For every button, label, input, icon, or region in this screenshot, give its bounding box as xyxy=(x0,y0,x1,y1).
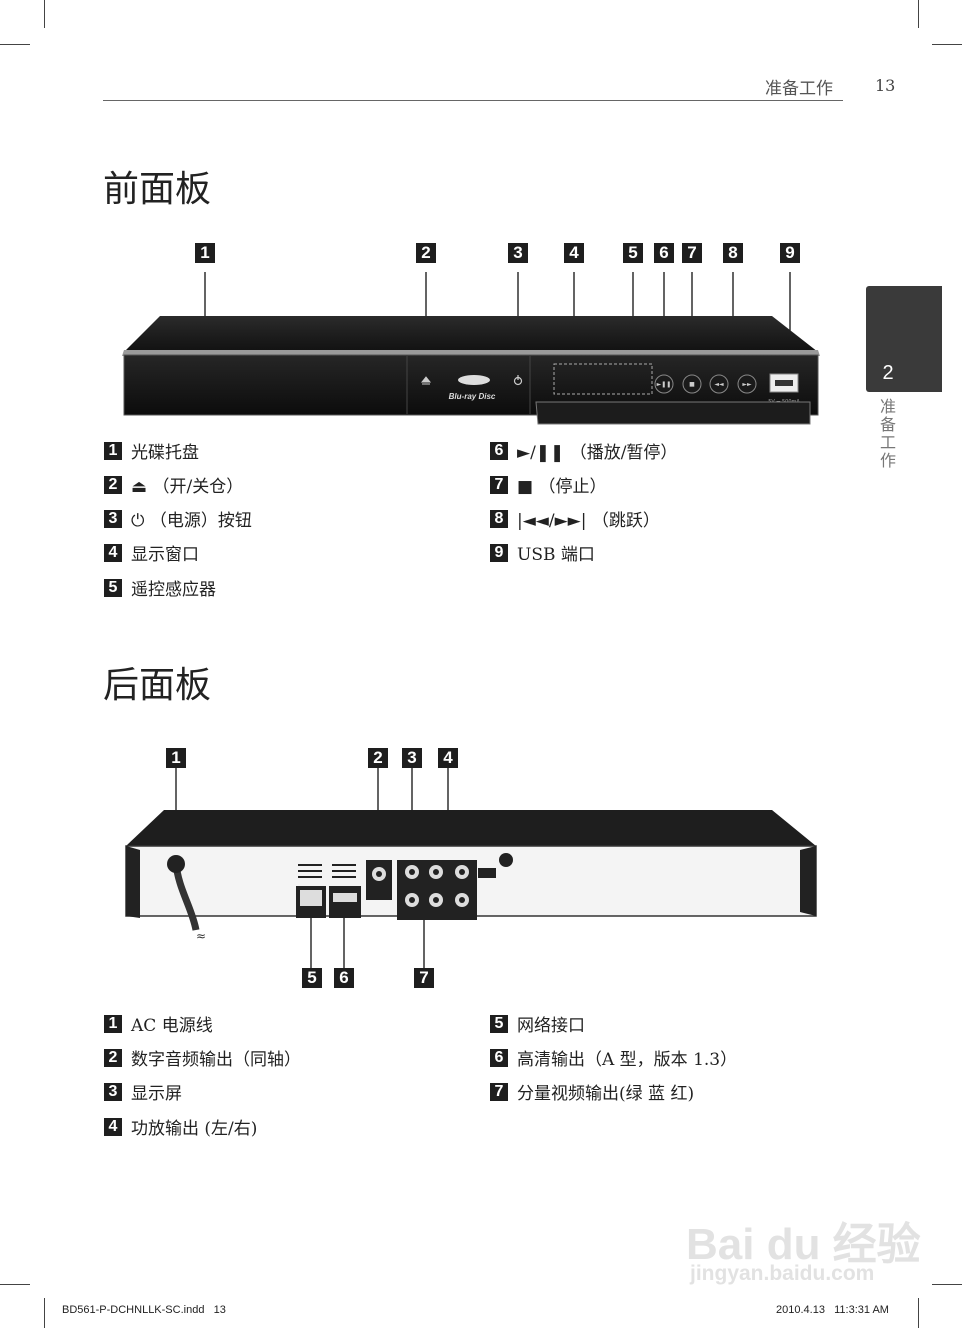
item-number: 8 xyxy=(490,509,508,528)
chapter-label: 准备工作 xyxy=(877,398,896,470)
front-callout-2: 2 xyxy=(416,243,436,263)
rear-item-6: 6 高清输出（A 型，版本 1.3） xyxy=(490,1045,737,1070)
front-panel-title: 前面板 xyxy=(103,169,212,210)
item-label: 功放输出 (左/右) xyxy=(131,1119,258,1139)
footer-filename: BD561-P-DCHNLLK-SC.indd 13 xyxy=(62,1304,226,1316)
svg-text:≈: ≈ xyxy=(196,929,206,943)
crop-mark xyxy=(0,44,30,45)
rear-item-7: 7 分量视频输出(绿 蓝 红) xyxy=(490,1079,694,1104)
watermark-brand: Bai du 经验 xyxy=(686,1220,921,1269)
front-panel-illustration: Blu-ray Disc ►❚❚ ■ ◄◄ ►► 5V ⎓ 500mA xyxy=(122,272,820,425)
front-item-9: 9 USB 端口 xyxy=(490,540,595,565)
front-callout-6: 6 xyxy=(654,243,674,263)
item-number: 6 xyxy=(490,441,508,460)
svg-text:►►: ►► xyxy=(742,381,752,388)
item-number: 1 xyxy=(104,441,122,460)
item-label: |◄◄/►►| （跳跃） xyxy=(517,511,660,531)
item-number: 7 xyxy=(490,475,508,494)
rear-item-1: 1 AC 电源线 xyxy=(104,1011,213,1036)
rear-callout-7: 7 xyxy=(414,968,434,988)
header-rule xyxy=(103,100,843,101)
bluray-logo-text: Blu-ray Disc xyxy=(449,392,496,401)
item-number: 1 xyxy=(104,1014,122,1033)
item-number: 7 xyxy=(490,1082,508,1101)
crop-mark xyxy=(932,44,962,45)
item-number: 5 xyxy=(490,1014,508,1033)
svg-text:◄◄: ◄◄ xyxy=(714,381,724,388)
front-item-1: 1 光碟托盘 xyxy=(104,438,199,463)
rear-panel-title: 后面板 xyxy=(103,665,212,706)
item-label: ■ （停止） xyxy=(517,477,607,497)
page-number: 13 xyxy=(875,76,896,95)
item-label: ►/❚❚ （播放/暂停） xyxy=(517,443,678,463)
crop-mark xyxy=(44,0,45,28)
rear-item-3: 3 显示屏 xyxy=(104,1079,182,1104)
rear-callout-5: 5 xyxy=(302,968,322,988)
item-label: 光碟托盘 xyxy=(131,443,199,463)
item-label: 显示窗口 xyxy=(131,545,199,565)
crop-mark xyxy=(918,0,919,28)
front-item-5: 5 遥控感应器 xyxy=(104,575,216,600)
front-item-2: 2 ⏏ （开/关仓） xyxy=(104,472,243,497)
front-callout-4: 4 xyxy=(564,243,584,263)
item-number: 3 xyxy=(104,1082,122,1101)
chapter-number: 2 xyxy=(882,362,894,384)
item-label: ⏏ （开/关仓） xyxy=(131,477,244,497)
item-number: 2 xyxy=(104,475,122,494)
item-number: 6 xyxy=(490,1048,508,1067)
rear-item-2: 2 数字音频输出（同轴） xyxy=(104,1045,301,1070)
front-item-8: 8 |◄◄/►►| （跳跃） xyxy=(490,506,660,531)
front-callout-5: 5 xyxy=(623,243,643,263)
svg-text:►❚❚: ►❚❚ xyxy=(657,381,672,388)
front-callout-3: 3 xyxy=(508,243,528,263)
item-number: 4 xyxy=(104,1117,122,1136)
front-callout-1: 1 xyxy=(195,243,215,263)
item-label: 网络接口 xyxy=(517,1016,585,1036)
item-label: 高清输出（A 型，版本 1.3） xyxy=(517,1050,738,1070)
item-label: AC 电源线 xyxy=(131,1016,213,1036)
watermark-url: jingyan.baidu.com xyxy=(690,1262,875,1285)
front-item-4: 4 显示窗口 xyxy=(104,540,199,565)
rear-panel-illustration: ≈ xyxy=(125,768,817,968)
item-number: 9 xyxy=(490,543,508,562)
rear-item-5: 5 网络接口 xyxy=(490,1011,585,1036)
front-item-3: 3 ⏻ （电源）按钮 xyxy=(104,506,252,531)
crop-mark xyxy=(44,1298,45,1328)
rear-callout-1: 1 xyxy=(166,748,186,768)
item-number: 5 xyxy=(104,578,122,597)
front-callout-8: 8 xyxy=(723,243,743,263)
crop-mark xyxy=(918,1298,919,1328)
front-callout-7: 7 xyxy=(682,243,702,263)
rear-callout-3: 3 xyxy=(402,748,422,768)
front-callout-9: 9 xyxy=(780,243,800,263)
rear-callout-4: 4 xyxy=(438,748,458,768)
crop-mark xyxy=(0,1284,30,1285)
front-item-6: 6 ►/❚❚ （播放/暂停） xyxy=(490,438,677,463)
front-item-7: 7 ■ （停止） xyxy=(490,472,606,497)
chapter-tab: 2 xyxy=(866,286,942,392)
item-label: 遥控感应器 xyxy=(131,580,216,600)
rear-item-4: 4 功放输出 (左/右) xyxy=(104,1114,257,1139)
item-label: 分量视频输出(绿 蓝 红) xyxy=(517,1084,695,1104)
item-label: ⏻ （电源）按钮 xyxy=(131,511,252,531)
footer-timestamp: 2010.4.13 11:3:31 AM xyxy=(776,1304,889,1316)
item-label: 显示屏 xyxy=(131,1084,182,1104)
crop-mark xyxy=(932,1284,962,1285)
rear-callout-2: 2 xyxy=(368,748,388,768)
item-label: 数字音频输出（同轴） xyxy=(131,1050,301,1070)
item-label: USB 端口 xyxy=(517,545,595,565)
svg-text:■: ■ xyxy=(689,381,695,388)
item-number: 4 xyxy=(104,543,122,562)
item-number: 2 xyxy=(104,1048,122,1067)
item-number: 3 xyxy=(104,509,122,528)
rear-callout-6: 6 xyxy=(334,968,354,988)
header-section: 准备工作 xyxy=(765,79,833,99)
